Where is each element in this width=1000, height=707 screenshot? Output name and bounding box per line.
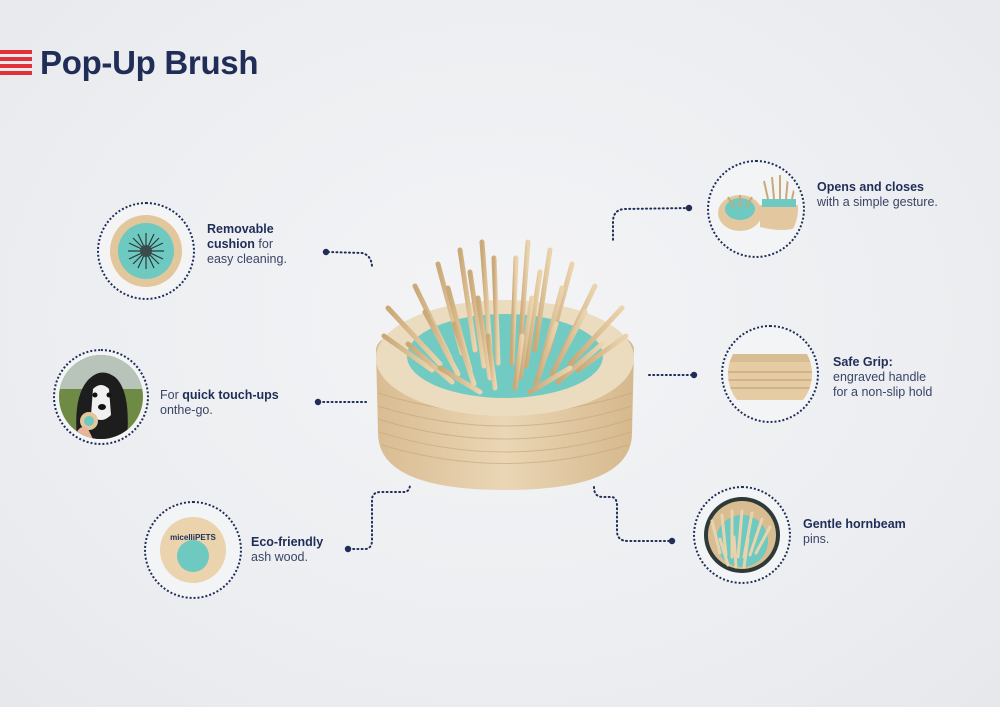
pins-image bbox=[700, 493, 784, 577]
feature-removable-cushion: Removable cushion for easy cleaning. bbox=[207, 222, 287, 266]
brush-product-image bbox=[376, 235, 634, 490]
dog-image bbox=[59, 355, 143, 439]
eco-wood-photo: micelliPETS bbox=[144, 501, 242, 599]
feature-safe-grip: Safe Grip: engraved handle for a non-sli… bbox=[833, 355, 933, 399]
safe-grip-photo bbox=[721, 325, 819, 423]
dog-photo bbox=[53, 349, 149, 445]
opens-closes-photo bbox=[707, 160, 805, 258]
cushion-photo bbox=[97, 202, 195, 300]
wood-badge-image: micelliPETS bbox=[151, 508, 235, 592]
feature-quick-touchups: For quick touch-ups onthe-go. bbox=[160, 388, 279, 417]
feature-eco-friendly: Eco-friendly ash wood. bbox=[251, 535, 324, 564]
badge-logo-text: micelliPETS bbox=[170, 533, 216, 542]
hornbeam-pins-photo bbox=[693, 486, 791, 584]
grip-image bbox=[728, 332, 812, 416]
brand-stripes-icon bbox=[0, 50, 32, 80]
open-brush-image bbox=[714, 167, 798, 251]
page-title: Pop-Up Brush bbox=[40, 44, 259, 81]
feature-opens-closes: Opens and closes with a simple gesture. bbox=[817, 180, 938, 209]
feature-hornbeam-pins: Gentle hornbeam pins. bbox=[803, 517, 906, 546]
cushion-image bbox=[104, 209, 188, 293]
